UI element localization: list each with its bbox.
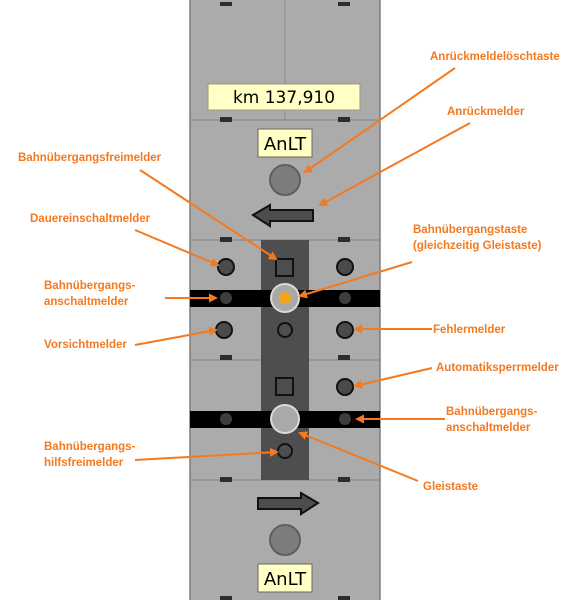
- anlt-bottom-text: AnLT: [264, 569, 307, 590]
- label-bahnuebergangstaste-line1: Bahnübergangstaste: [413, 224, 527, 236]
- arrow-vorsichtmelder: [134, 326, 218, 346]
- anlt-top: AnLT: [257, 128, 313, 158]
- label-anrueckmeldeloeschtaste: Anrückmeldelöschtaste: [430, 51, 560, 63]
- anlt-bottom: AnLT: [257, 563, 313, 593]
- anrueckmeldeloeschtaste-button[interactable]: [269, 164, 301, 196]
- arrow-anrueckmeldeloeschtaste: [303, 67, 456, 174]
- anlt-top-text: AnLT: [264, 134, 307, 155]
- label-hilfsfreimelder-line1: Bahnübergangs-: [44, 441, 136, 453]
- callout-labels: Anrückmeldelöschtaste Anrückmelder Bahnü…: [18, 51, 560, 493]
- km-label: km 137,910: [207, 83, 361, 111]
- anschaltmelder-right-lamp-upper: [339, 292, 351, 304]
- label-bahnuebergangsfreimelder: Bahnübergangsfreimelder: [18, 152, 162, 164]
- module-connectors: [220, 2, 350, 600]
- lamp-center-upper: [277, 322, 293, 338]
- label-anschaltmelder-left-line2: anschaltmelder: [44, 296, 129, 308]
- label-automatiksperrmelder: Automatiksperrmelder: [436, 362, 559, 374]
- fehlermelder-lamp: [336, 321, 354, 339]
- arrow-right-icon: [257, 491, 320, 516]
- label-anschaltmelder-right-line2: anschaltmelder: [446, 422, 531, 434]
- anschaltmelder-right-lamp-lower: [339, 413, 351, 425]
- label-vorsichtmelder: Vorsichtmelder: [44, 339, 127, 351]
- callout-arrows: [134, 67, 471, 482]
- arrow-hilfsfreimelder: [134, 447, 279, 461]
- label-hilfsfreimelder-line2: hilfsfreimelder: [44, 457, 124, 469]
- label-fehlermelder: Fehlermelder: [433, 324, 506, 336]
- bahnuebergangsfreimelder-square: [275, 258, 294, 277]
- dauereinschaltmelder-lamp: [217, 258, 235, 276]
- anschaltmelder-left-lamp-upper: [220, 292, 232, 304]
- anschaltmelder-left-lamp-lower: [220, 413, 232, 425]
- label-gleistaste: Gleistaste: [423, 481, 478, 493]
- label-dauereinschaltmelder: Dauereinschaltmelder: [30, 213, 151, 225]
- arrow-bahnuebergangstaste: [298, 261, 413, 299]
- arrow-automatiksperrmelder: [353, 367, 433, 389]
- arrow-bahnuebergangsfreimelder: [139, 169, 278, 261]
- gleistaste-button[interactable]: [270, 404, 300, 434]
- label-anschaltmelder-right-line1: Bahnübergangs-: [446, 406, 538, 418]
- automatiksperrmelder-lamp: [336, 378, 354, 396]
- bahnuebergangstaste-lamp: [279, 292, 291, 304]
- arrow-gleistaste: [298, 431, 419, 482]
- arrow-anrueckmelder: [318, 122, 471, 206]
- freimelder-square-lower: [275, 377, 294, 396]
- vorsichtmelder-lamp: [215, 321, 233, 339]
- anrueckmeldeloeschtaste-bottom-button[interactable]: [269, 524, 301, 556]
- lamp-upper-right: [336, 258, 354, 276]
- label-bahnuebergangstaste-line2: (gleichzeitig Gleistaste): [413, 240, 542, 252]
- arrow-left-icon: [251, 203, 314, 228]
- arrow-dauereinschaltmelder: [134, 229, 220, 267]
- label-anrueckmelder: Anrückmelder: [447, 106, 525, 118]
- crossing-strip: [261, 240, 309, 480]
- km-label-text: km 137,910: [233, 88, 335, 108]
- label-anschaltmelder-left-line1: Bahnübergangs-: [44, 280, 136, 292]
